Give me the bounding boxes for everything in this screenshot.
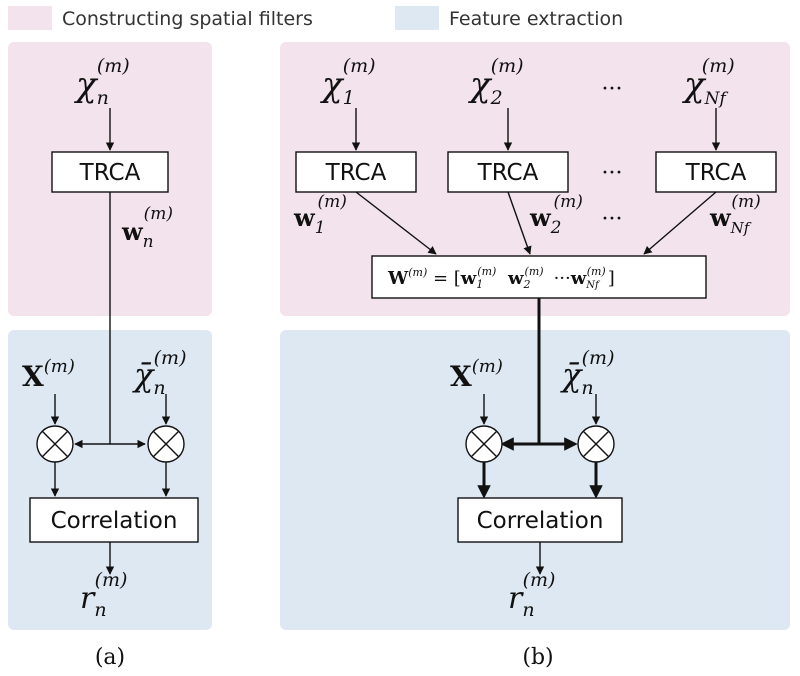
panel-b-features-bg (280, 330, 790, 630)
panel-b-trca-label-2: TRCA (477, 160, 539, 186)
panel-a-features-bg (8, 330, 212, 630)
panel-b-weight-ellipsis: ··· (602, 207, 623, 232)
panel-b-input-2: χ2(m) (468, 55, 524, 109)
panel-b-trca-box-1 (295, 151, 417, 193)
panel-b-trca-ellipsis: ··· (602, 161, 623, 186)
panel-b-trca-box-2 (447, 151, 569, 193)
panel-b-arrow-trca2-matrix (507, 191, 532, 255)
panel-b-caption: (b) (522, 645, 553, 670)
panel-b-correlation-label: Correlation (477, 508, 604, 534)
panel-b-multiplier-left (465, 425, 503, 463)
panel-a-weight-label: wn(m) (121, 204, 173, 252)
panel-b-trca-label-nf: TRCA (685, 160, 747, 186)
panel-b-weight-nf: wNf(m) (709, 192, 761, 237)
legend-swatch-filters (8, 6, 52, 30)
panel-b-input-nf: χNf(m) (682, 55, 735, 109)
panel-b-trca-label-1: TRCA (325, 160, 387, 186)
panel-b-input-1: χ1(m) (320, 55, 376, 109)
panel-b-matrix-box (371, 255, 707, 299)
panel-a: χn(m) TRCA wn(m) X(m) χ̄n(m) (22, 55, 199, 670)
panel-b-input-ellipsis: ··· (602, 77, 623, 102)
panel-b-output-label: rn(m) (508, 569, 555, 621)
panel-b-weight-2: w2(m) (529, 192, 583, 238)
legend-swatch-features (395, 6, 439, 30)
panel-b-weight-1: w1(m) (293, 192, 347, 238)
panel-b-signal-label: X(m) (450, 356, 503, 393)
legend-label-features: Feature extraction (449, 8, 623, 30)
panel-a-signal-label: X(m) (22, 356, 75, 393)
panel-a-multiplier-right (147, 425, 185, 463)
panel-a-template-label: χ̄n(m) (132, 347, 186, 399)
panel-b: χ1(m) χ2(m) ··· χNf(m) TRCA TRCA ··· TRC… (293, 55, 777, 670)
panel-a-multiplier-left (36, 425, 74, 463)
panel-b-multiplier-right (577, 425, 615, 463)
panel-b-template-label: χ̄n(m) (560, 347, 614, 399)
panel-a-correlation-box (29, 497, 199, 543)
panel-b-arrow-trcanf-matrix (643, 191, 717, 255)
legend-label-filters: Constructing spatial filters (62, 8, 313, 30)
panel-a-output-label: rn(m) (80, 569, 127, 621)
panel-b-arrow-trca1-matrix (355, 191, 437, 255)
panel-b-matrix-label: W(m) = [w1(m) w2(m)···wNf(m)] (387, 265, 615, 291)
panel-a-caption: (a) (95, 645, 125, 670)
legend: Constructing spatial filters Feature ext… (8, 6, 623, 30)
panel-a-correlation-label: Correlation (51, 508, 178, 534)
panel-b-correlation-box (457, 497, 623, 543)
panel-a-input-label: χn(m) (74, 55, 130, 109)
panel-a-trca-label: TRCA (79, 160, 141, 186)
